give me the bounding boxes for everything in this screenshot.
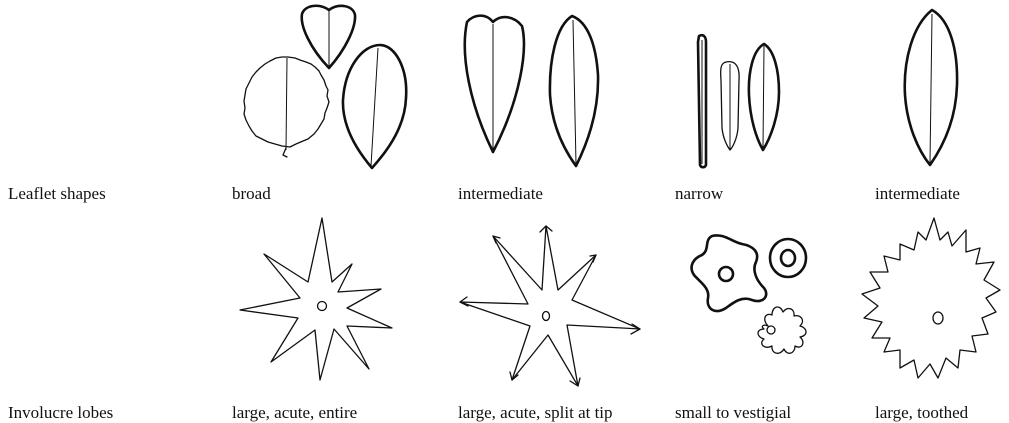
involucre-center-4 — [933, 312, 943, 324]
involucre-center-1 — [318, 302, 327, 311]
involucre-small-vestigial-group — [692, 235, 806, 353]
involucre-star-split — [460, 226, 640, 386]
leaflet-narrow-group — [698, 35, 779, 167]
involucre-large-acute-entire-group — [240, 218, 392, 380]
involucre-toothed-outline — [862, 218, 1000, 378]
leaflet-intermediate-group-2 — [905, 10, 957, 165]
involucre-vestigial-center-a — [719, 267, 733, 281]
involucre-vestigial-flower — [758, 307, 806, 353]
involucre-star-entire — [240, 218, 392, 380]
leaflet-intermediate-group-1 — [465, 16, 598, 166]
involucre-center-2 — [543, 312, 550, 321]
involucre-vestigial-center-b — [767, 326, 775, 334]
involucre-vestigial-thick-lobe — [692, 235, 767, 311]
leaflet-intermediate-notched — [465, 16, 524, 152]
involucre-large-toothed-group — [862, 218, 1000, 378]
leaflet-broad-group — [244, 6, 406, 168]
involucre-large-acute-split-group — [460, 226, 640, 386]
involucre-vestigial-ring — [770, 239, 806, 277]
leaflet-broad-top — [302, 6, 355, 68]
